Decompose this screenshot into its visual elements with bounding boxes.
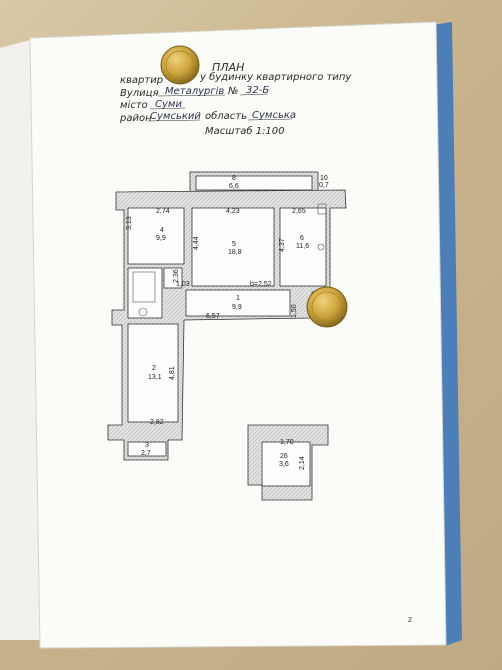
street-value: Металургів [165,85,224,97]
room-10-num: 10 [320,175,328,182]
room-5 [191,207,275,287]
city-value: Суми [155,99,182,110]
room-3-num: 3 [145,442,149,449]
coin-right [306,286,348,328]
heading-line1-left: квартир [120,75,163,86]
scale-label: Масштаб 1:100 [205,125,285,137]
room-2-num: 2 [152,365,156,372]
room-6-area: 11,6 [296,243,309,250]
room-4-num: 4 [160,227,164,234]
page-number: 2 [408,617,412,624]
dim-4: 3,13 [126,216,133,230]
number-label: № [227,86,238,97]
room-5-num: 5 [232,241,236,248]
dim-10: 1,50 [291,304,298,318]
dim-11: 6,57 [206,313,220,320]
street-label: Вулиця [120,88,159,99]
dim-15: 2,14 [299,456,306,470]
room-8-area: 6,6 [229,183,239,190]
room-26-num: 26 [280,453,288,460]
region-label: область [205,110,247,122]
room-1 [185,289,291,317]
room-10-area: 0,7 [319,182,329,189]
number-value: 32-Б [246,85,269,96]
dim-9: b=2,52 [250,281,272,288]
plan-title: ПЛАН [212,61,244,74]
coin-top [160,45,200,85]
room-2-area: 13,1 [148,374,162,381]
dim-8: 1,03 [176,281,190,288]
left-page [0,40,40,640]
room-4 [127,207,185,265]
room-26-area: 3,6 [279,461,289,468]
room-3 [127,441,167,457]
dim-1: 2,74 [156,208,170,215]
room-26 [261,441,311,487]
room-1-num: 1 [236,295,240,302]
district-label: район [119,113,152,124]
wc [163,267,183,289]
room-5-area: 18,8 [228,249,242,256]
dim-5: 4,44 [193,236,200,250]
region-value: Сумська [252,110,296,121]
heading-line1-right: у будинку квартирного типу [199,71,352,83]
dim-7: 2,36 [173,269,180,283]
room-6-num: 6 [300,235,304,242]
room-3-area: 2,7 [141,450,151,457]
floor-plan [107,171,347,501]
bath [127,267,163,319]
dim-6: 4,37 [279,238,286,252]
dim-3: 2,65 [292,208,306,215]
dim-13: 2,82 [150,419,164,426]
dim-2: 4,23 [226,208,240,215]
room-1-area: 9,9 [232,304,242,311]
blue-cover [432,22,462,646]
paper-sheet [29,21,447,649]
room-4-area: 9,9 [156,235,166,242]
dim-12: 4,81 [169,366,176,380]
city-label: місто [120,99,148,111]
district-value: Сумський [150,111,201,122]
dim-14: 1,70 [280,439,294,446]
room-8-num: 8 [232,175,236,182]
room-6 [279,207,327,287]
room-2 [127,323,179,423]
